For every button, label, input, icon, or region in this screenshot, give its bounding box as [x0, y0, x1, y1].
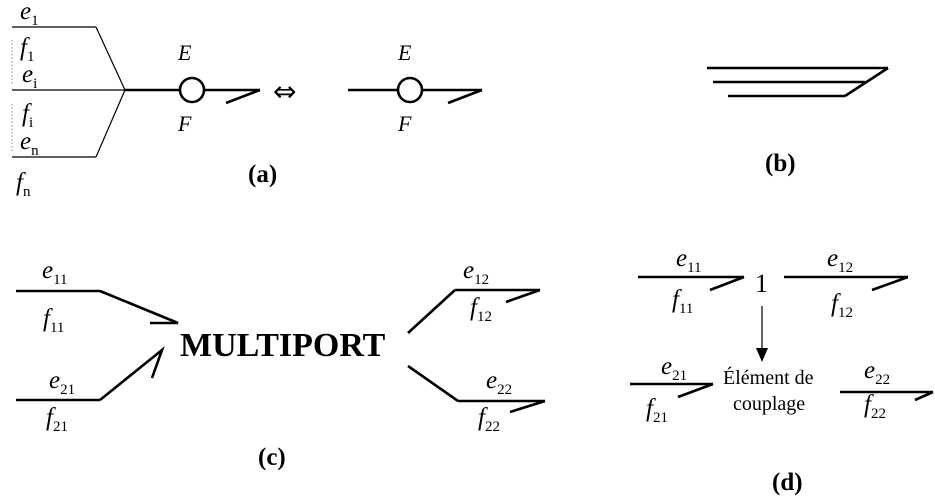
label-d-e21: e21: [661, 353, 687, 384]
label-d-f21: f21: [646, 395, 668, 426]
coupling-label-line1: Élément de: [723, 366, 814, 389]
bond-21-arrow: [99, 346, 165, 402]
label-c-e21: e21: [49, 367, 75, 398]
bond-12-diag: [407, 289, 456, 334]
rhs-bond-half-arrow: [447, 88, 483, 105]
bond-1-diag: [95, 26, 126, 91]
junction-1-label: 1: [755, 269, 768, 298]
label-c-e12: e12: [463, 257, 489, 288]
label-fn: fn: [16, 169, 31, 200]
label-c-e11: e11: [42, 257, 68, 288]
label-rhs-flow: F: [397, 111, 412, 136]
label-source-effort: E: [177, 40, 192, 65]
d-bond-21-arrow: [677, 382, 714, 399]
label-c-f21: f21: [46, 404, 68, 435]
label-f1: f1: [20, 34, 34, 65]
junction-down-arrowhead: [756, 348, 768, 362]
d-bond-22-arrow: [914, 390, 934, 402]
bond-12-arrow: [505, 288, 541, 304]
label-rhs-effort: E: [397, 40, 412, 65]
source-circle: [178, 76, 206, 104]
label-d-e12: e12: [827, 245, 853, 276]
label-c-f12: f12: [470, 294, 492, 325]
panel-b: (b): [707, 66, 889, 177]
panel-d: e11 f11 1 e12 f12 Élément de couplage e2…: [630, 245, 934, 496]
label-d-f11: f11: [672, 286, 693, 317]
caption-a: (a): [248, 161, 277, 188]
equivalence-symbol: ⇔: [273, 75, 296, 108]
bundle-half-arrow: [844, 66, 889, 98]
label-e1: e1: [20, 0, 39, 29]
bond-n-diag: [95, 89, 126, 158]
caption-c: (c): [258, 444, 286, 471]
label-en: en: [20, 128, 39, 159]
caption-b: (b): [765, 150, 796, 177]
bond-11-arrow: [99, 289, 179, 325]
label-c-e22: e22: [486, 367, 512, 398]
label-d-e11: e11: [676, 245, 702, 276]
d-bond-11-arrow: [709, 275, 745, 292]
main-bond-half-arrow: [225, 88, 261, 105]
label-c-f22: f22: [478, 404, 500, 435]
panel-a: e1 f1 ei fi en fn E F ⇔ E F (a): [11, 0, 483, 200]
label-d-e22: e22: [864, 357, 890, 388]
rhs-source-circle: [396, 76, 424, 104]
coupling-label-line2: couplage: [733, 393, 805, 415]
d-bond-12-arrow: [871, 275, 909, 292]
caption-d: (d): [772, 469, 803, 496]
label-fi: fi: [22, 100, 33, 131]
label-d-f12: f12: [831, 290, 853, 321]
panel-c: e11 f11 e21 f21 MULTIPORT e12 f12 e22 f2…: [16, 257, 546, 471]
bond-22-arrow: [509, 399, 546, 414]
multiport-label: MULTIPORT: [180, 327, 386, 364]
bond-22-diag: [407, 364, 459, 403]
label-d-f22: f22: [864, 391, 886, 422]
label-c-f11: f11: [43, 305, 64, 336]
label-ei: ei: [22, 61, 37, 92]
label-source-flow: F: [177, 111, 192, 136]
